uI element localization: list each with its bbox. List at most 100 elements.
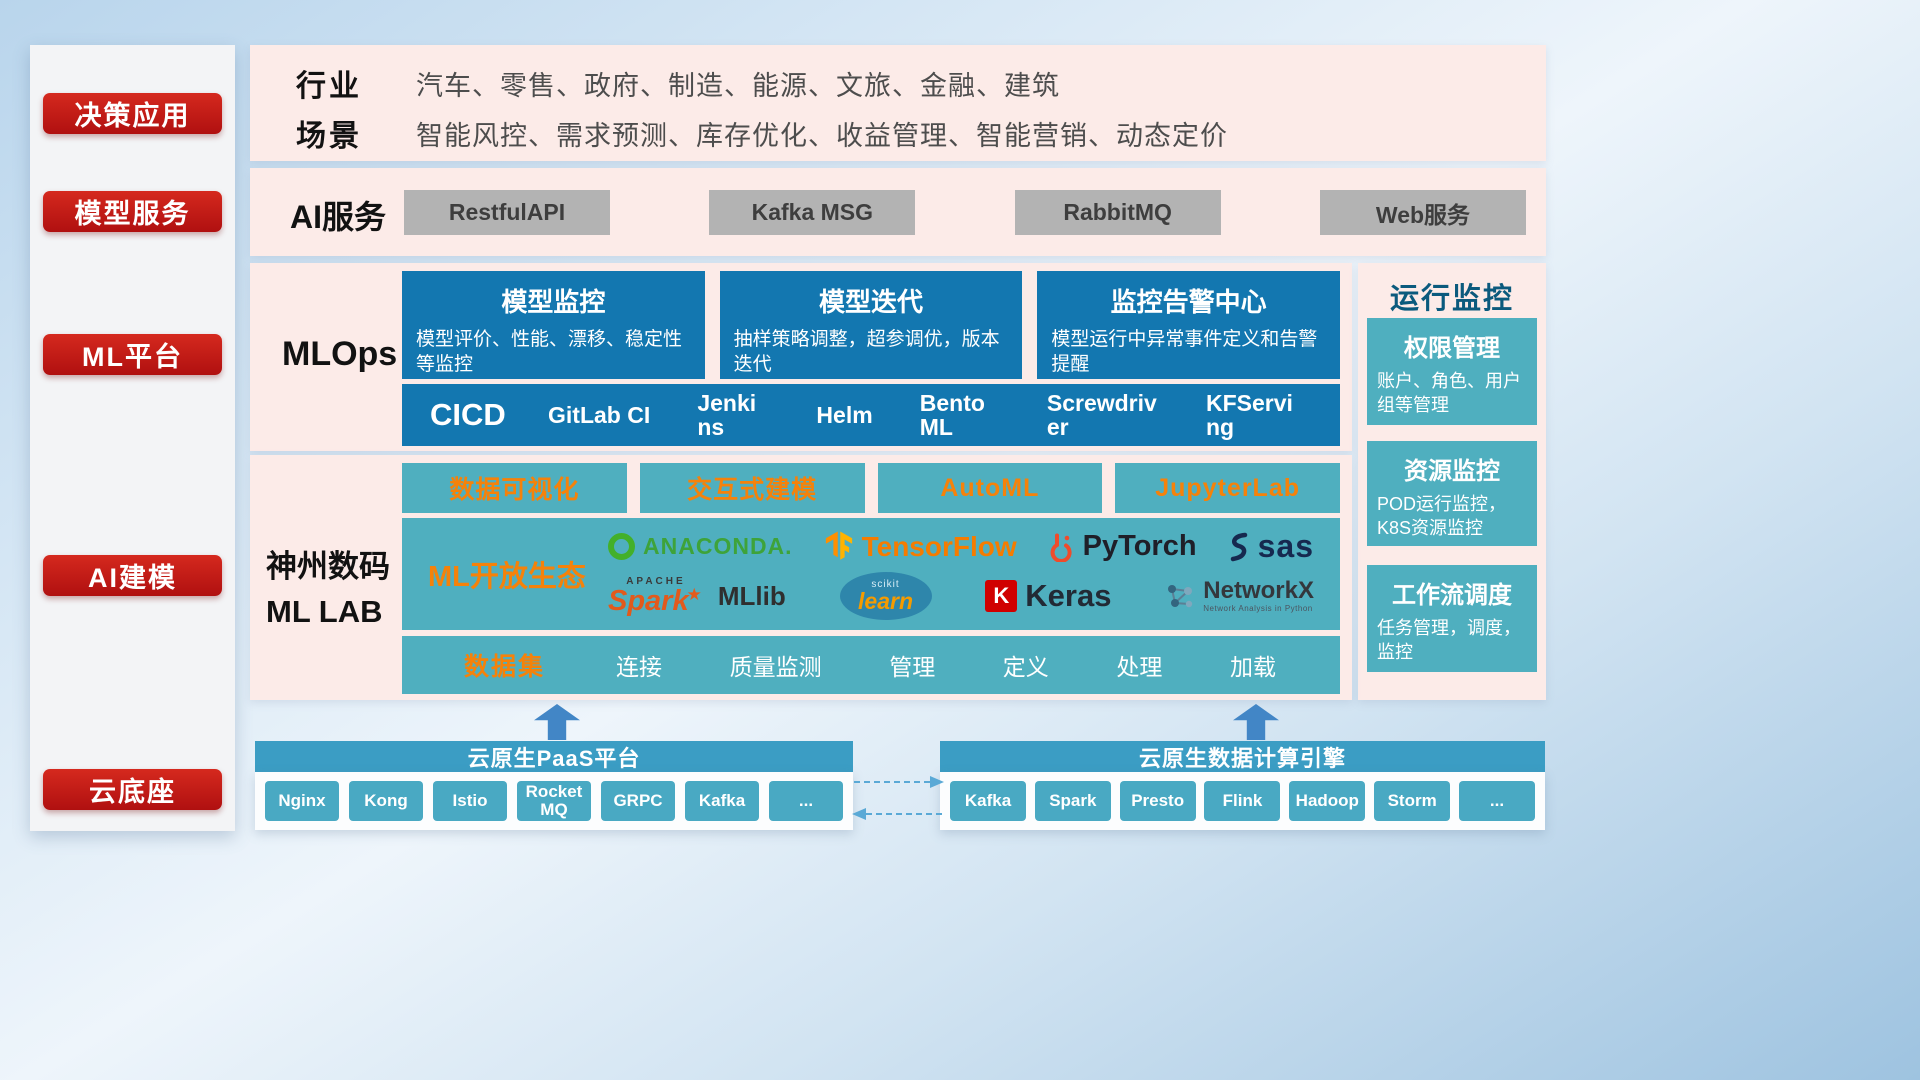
engine-flink: Flink (1204, 781, 1281, 821)
cicd-tools: GitLab CI Jenkins Helm BentoML Screwdriv… (548, 391, 1340, 439)
data-engine-header: 云原生数据计算引擎 (940, 741, 1545, 772)
mlops-panel: MLOps 模型监控 模型评价、性能、漂移、稳定性等监控 模型迭代 抽样策略调整… (250, 263, 1352, 451)
engine-storm: Storm (1374, 781, 1451, 821)
card-title: 工作流调度 (1392, 582, 1512, 609)
service-web: Web服务 (1319, 190, 1526, 235)
paas-more: ... (769, 781, 843, 821)
logo-row-1: ANACONDA. TensorFlow (608, 528, 1314, 565)
networkx-subtitle: Network Analysis in Python (1203, 603, 1313, 613)
spark-logo: APACHE Spark★ (608, 575, 702, 617)
paas-grpc: GRPC (601, 781, 675, 821)
sidebar-item-model-service: 模型服务 (43, 191, 222, 232)
runtime-monitoring-panel: 运行监控 权限管理 账户、角色、用户组等管理 资源监控 POD运行监控，K8S资… (1358, 263, 1546, 700)
dataset-manage: 管理 (889, 654, 936, 680)
workflow-scheduling-card: 工作流调度 任务管理，调度，监控 (1367, 565, 1537, 672)
tensorflow-icon (825, 531, 852, 560)
dataset-connect: 连接 (616, 654, 662, 680)
card-title: 模型迭代 (819, 287, 924, 317)
sidebar-item-label: 模型服务 (74, 199, 191, 229)
card-desc: POD运行监控，K8S资源监控 (1377, 494, 1507, 538)
alert-center-card: 监控告警中心 模型运行中异常事件定义和告警提醒 (1037, 271, 1341, 379)
keras-logo: K Keras (985, 578, 1111, 614)
mllib-logo: MLlib (717, 580, 786, 611)
card-title: 资源监控 (1404, 458, 1500, 485)
paas-platform-header: 云原生PaaS平台 (255, 741, 853, 772)
engine-presto: Presto (1119, 781, 1196, 821)
scene-values: 智能风控、需求预测、库存优化、收益管理、智能营销、动态定价 (416, 120, 1228, 151)
card-desc: 模型运行中异常事件定义和告警提醒 (1051, 329, 1318, 376)
industry-row: 行业 汽车、零售、政府、制造、能源、文旅、金融、建筑 (296, 61, 1060, 105)
ml-lab-panel: 神州数码 ML LAB 数据可视化 交互式建模 AutoML JupyterLa… (250, 455, 1352, 700)
card-desc: 模型评价、性能、漂移、稳定性等监控 (416, 329, 683, 376)
logo-row-2: APACHE Spark★ MLlib scikit learn (608, 572, 1314, 620)
engine-kafka: Kafka (950, 781, 1026, 821)
industry-label: 行业 (296, 70, 362, 103)
tool-kfserving: KFServing (1205, 389, 1293, 440)
resource-monitoring-card: 资源监控 POD运行监控，K8S资源监控 (1367, 441, 1537, 546)
sidebar-item-label: 决策应用 (74, 101, 191, 131)
dataset-define: 定义 (1002, 654, 1049, 680)
model-monitoring-card: 模型监控 模型评价、性能、漂移、稳定性等监控 (402, 271, 705, 379)
ai-service-list: RestfulAPI Kafka MSG RabbitMQ Web服务 (404, 190, 1526, 235)
pytorch-icon (1050, 533, 1072, 562)
anaconda-logo: ANACONDA. (608, 533, 793, 560)
card-title: 模型监控 (501, 287, 606, 317)
keras-icon: K (985, 580, 1018, 612)
permission-management-card: 权限管理 账户、角色、用户组等管理 (1367, 318, 1537, 425)
engine-hadoop: Hadoop (1289, 781, 1366, 821)
engine-more: ... (1458, 781, 1535, 821)
dashed-flow-arrows (852, 776, 944, 820)
tool-data-visualization: 数据可视化 (402, 463, 627, 513)
ml-lab-name-line2: ML LAB (266, 593, 383, 629)
tool-jupyterlab: JupyterLab (1115, 463, 1340, 513)
spark-star-icon: ★ (686, 584, 702, 604)
dataset-quality: 质量监测 (729, 654, 822, 680)
mlops-label: MLOps (282, 335, 398, 373)
up-arrow-paas (534, 704, 580, 740)
service-rabbitmq: RabbitMQ (1014, 190, 1221, 235)
dataset-bar: 数据集 连接 质量监测 管理 定义 处理 加载 (402, 636, 1340, 694)
card-title: 监控告警中心 (1110, 287, 1267, 317)
sidebar-item-ai-modeling: AI建模 (43, 555, 222, 596)
model-service-panel: AI服务 RestfulAPI Kafka MSG RabbitMQ Web服务 (250, 168, 1546, 256)
dataset-load: 加载 (1229, 654, 1276, 680)
scikit-learn-icon: scikit learn (839, 572, 932, 620)
dataset-items: 连接 质量监测 管理 定义 处理 加载 (616, 648, 1340, 682)
sidebar-item-label: ML平台 (82, 342, 183, 372)
cicd-label: CICD (430, 397, 506, 432)
up-arrow-engine (1233, 704, 1279, 740)
paas-kafka: Kafka (685, 781, 759, 821)
tool-helm: Helm (816, 401, 873, 428)
scene-label: 场景 (296, 120, 362, 153)
tensorflow-logo: TensorFlow (824, 530, 1017, 563)
paas-nginx: Nginx (265, 781, 339, 821)
ecosystem-label: ML开放生态 (428, 561, 586, 593)
tool-automl: AutoML (877, 463, 1103, 513)
scene-row: 场景 智能风控、需求预测、库存优化、收益管理、智能营销、动态定价 (296, 111, 1228, 155)
dataset-process: 处理 (1116, 654, 1163, 680)
ml-lab-name-line1: 神州数码 (266, 549, 390, 584)
paas-istio: Istio (433, 781, 507, 821)
mlops-cards: 模型监控 模型评价、性能、漂移、稳定性等监控 模型迭代 抽样策略调整，超参调优，… (402, 271, 1341, 379)
model-iteration-card: 模型迭代 抽样策略调整，超参调优，版本迭代 (719, 271, 1023, 379)
spark-mllib-logo: APACHE Spark★ MLlib (608, 575, 786, 617)
ml-ecosystem-box: ML开放生态 ANACONDA. TensorFlow (402, 518, 1340, 630)
cicd-bar: CICD GitLab CI Jenkins Helm BentoML Scre… (402, 384, 1340, 446)
sas-logo: sas (1228, 528, 1314, 565)
ai-service-label: AI服务 (290, 199, 387, 235)
decision-application-panel: 行业 汽车、零售、政府、制造、能源、文旅、金融、建筑 场景 智能风控、需求预测、… (250, 45, 1546, 161)
sidebar-item-label: 云底座 (89, 777, 176, 807)
networkx-logo: NetworkX Network Analysis in Python (1165, 578, 1314, 613)
card-desc: 账户、角色、用户组等管理 (1377, 371, 1521, 415)
service-kafka-msg: Kafka MSG (709, 190, 916, 235)
sidebar-item-decision-apps: 决策应用 (43, 93, 222, 134)
layer-sidebar: 决策应用 模型服务 ML平台 AI建模 云底座 (30, 45, 235, 831)
ecosystem-logos: ANACONDA. TensorFlow (604, 524, 1340, 624)
anaconda-icon (608, 533, 635, 560)
paas-rocketmq: RocketMQ (517, 781, 591, 821)
tool-jenkins: Jenkins (697, 389, 757, 440)
sas-swirl-icon (1230, 532, 1247, 561)
engine-components: Kafka Spark Presto Flink Hadoop Storm ..… (940, 772, 1545, 830)
sidebar-item-cloud-base: 云底座 (43, 769, 222, 810)
